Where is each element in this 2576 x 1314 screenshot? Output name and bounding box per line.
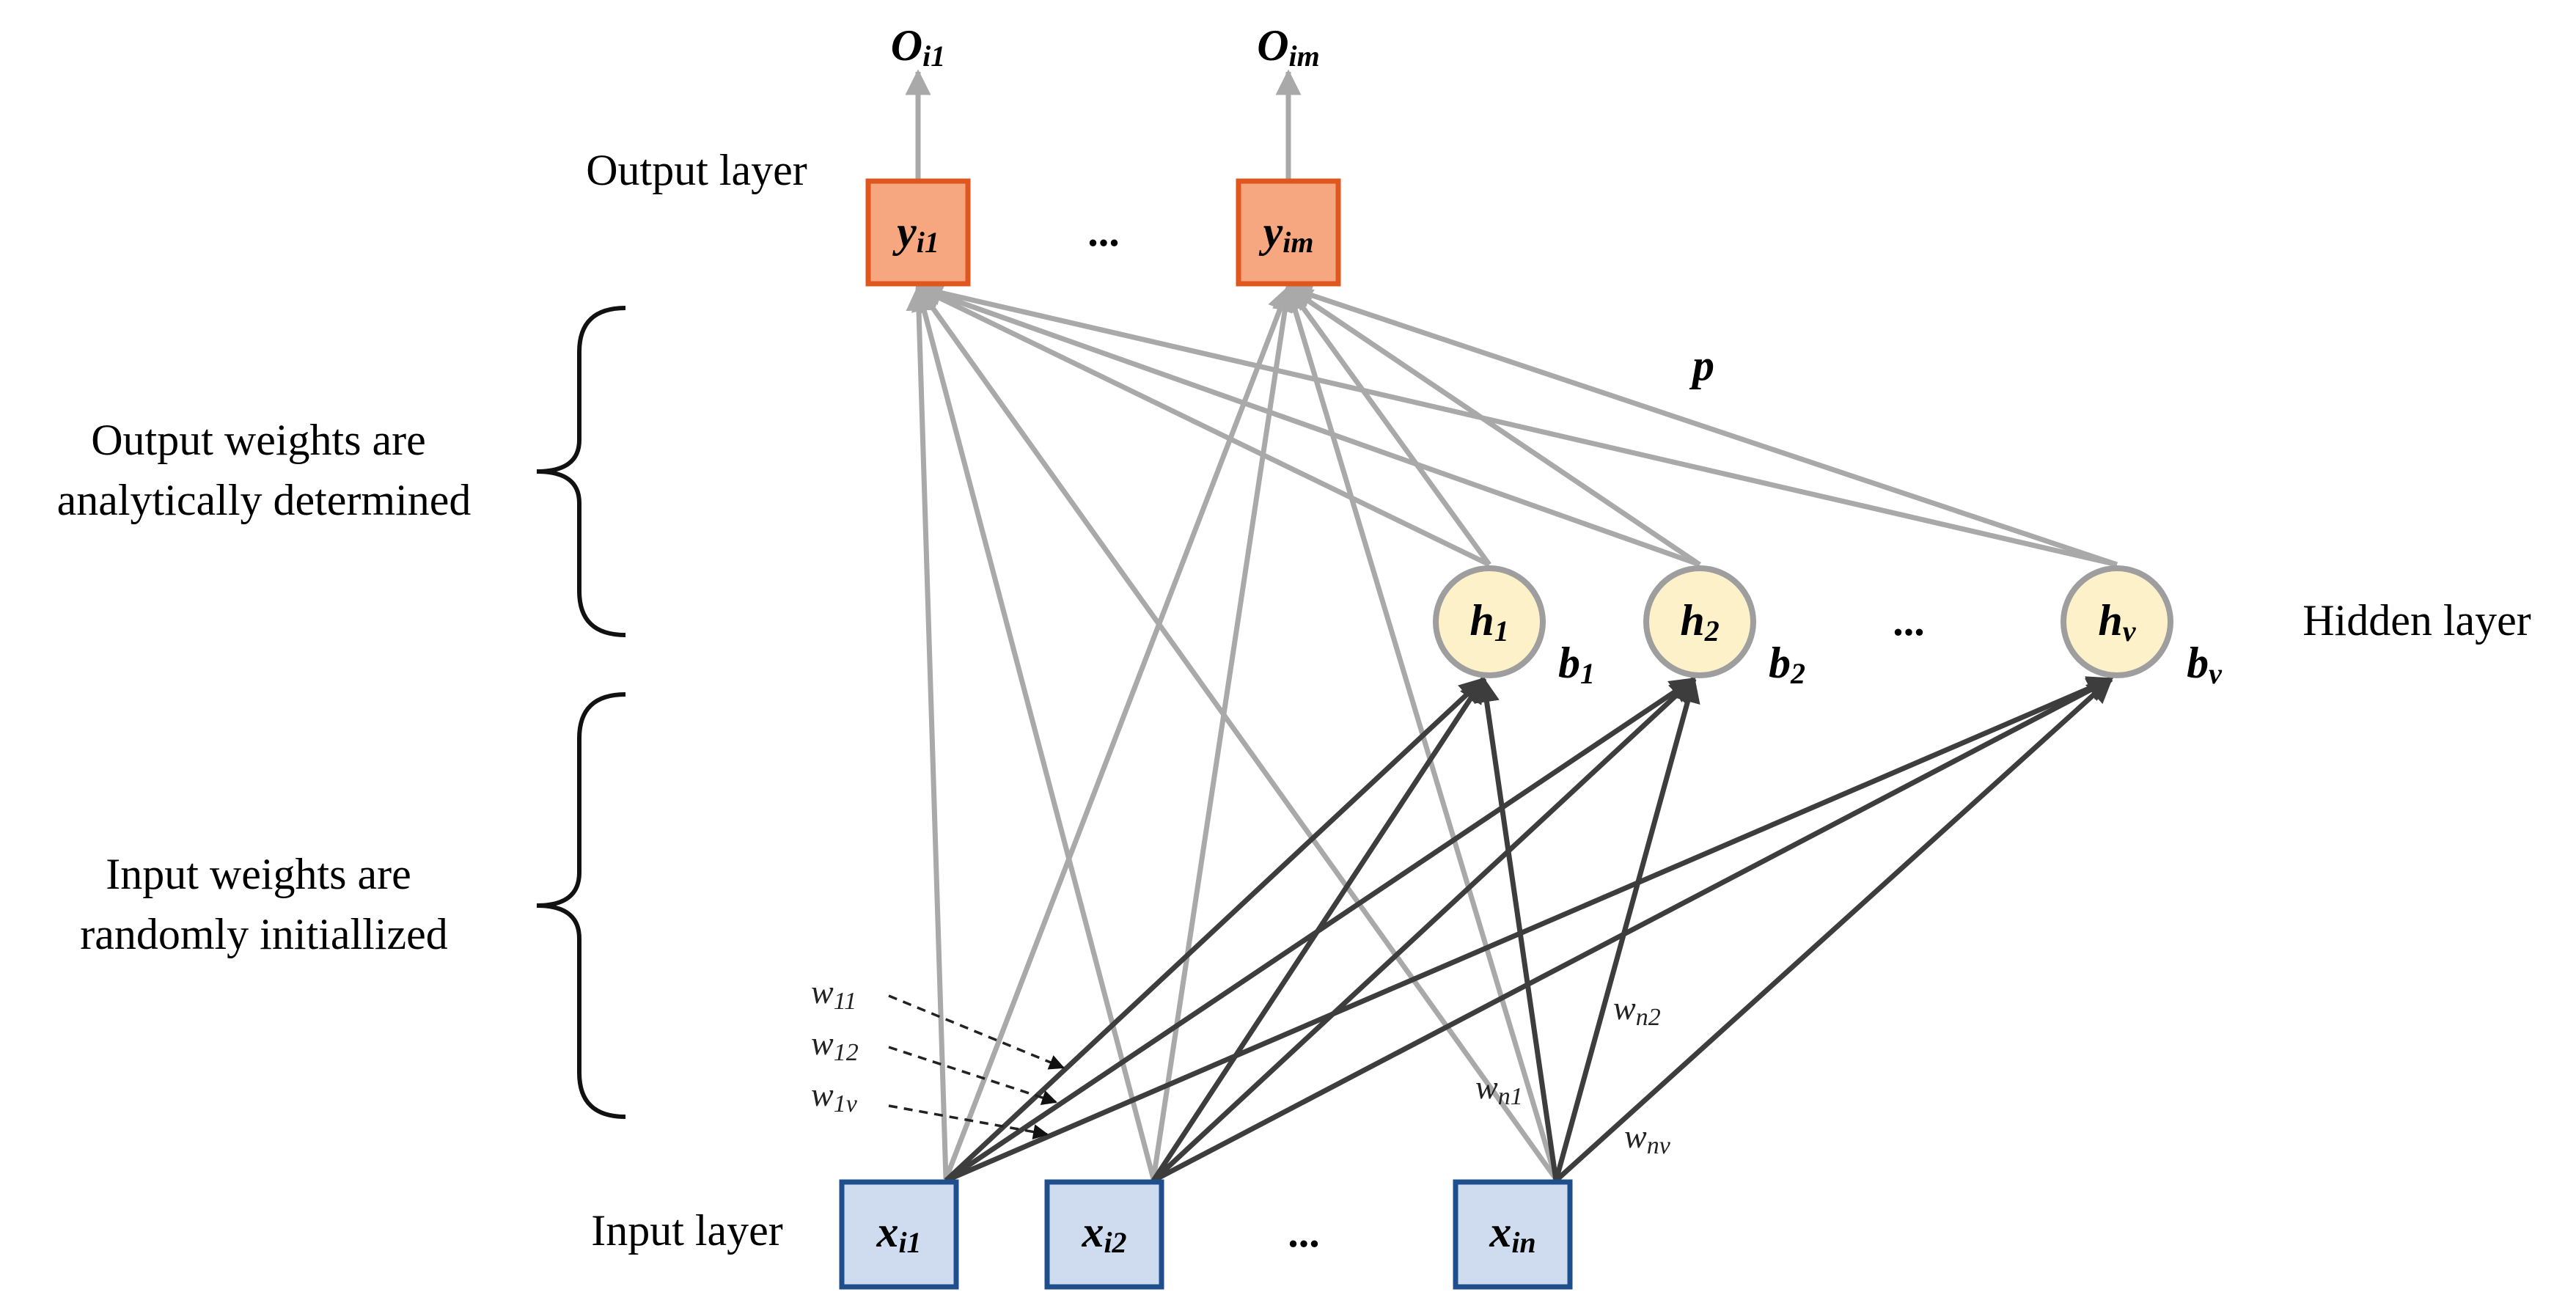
edge-input-3-hidden-1 xyxy=(1474,676,1559,1181)
edge-input-3-output-1 xyxy=(916,285,1558,1181)
output-node-1-label: yi1 xyxy=(892,208,939,259)
input-to-hidden-edges xyxy=(944,676,2114,1183)
output-node-1-box xyxy=(865,178,971,287)
input-layer-label: Input layer xyxy=(591,1206,783,1255)
weight-label-w11: w11 xyxy=(811,973,856,1015)
edge-input-2-output-1 xyxy=(911,285,1156,1180)
output-node-m-label: yim xyxy=(1259,208,1314,259)
input-weights-brace xyxy=(536,692,626,1119)
edge-hidden-1-output-2 xyxy=(1286,285,1491,567)
weight-pointer-w1v xyxy=(888,1104,1049,1139)
output-weights-brace xyxy=(536,306,626,637)
edge-input-2-hidden-2 xyxy=(1151,677,1696,1183)
output-label-1: Oi1 xyxy=(891,21,945,73)
edge-hidden-2-output-2 xyxy=(1286,285,1701,567)
edge-input-2-output-2 xyxy=(1151,285,1298,1180)
edge-input-3-hidden-3 xyxy=(1554,677,2113,1183)
output-layer-label: Output layer xyxy=(586,146,807,194)
edge-input-2-hidden-1 xyxy=(1151,677,1486,1182)
output-ellipsis: ... xyxy=(1087,208,1120,255)
input-ellipsis: ... xyxy=(1288,1208,1320,1256)
hidden-node-1-label: h1 xyxy=(1469,596,1508,647)
hidden-node-2: h2 b2 xyxy=(1643,565,1805,690)
hidden-node-2-label: h2 xyxy=(1680,596,1719,647)
hidden-ellipsis: ... xyxy=(1893,597,1925,645)
input-node-2-label: xi2 xyxy=(1081,1208,1126,1259)
hidden-node-1: h1 b1 xyxy=(1433,565,1595,690)
input-node-n: xin xyxy=(1453,1179,1573,1290)
input-node-1-label: xi1 xyxy=(876,1208,921,1259)
weight-label-wn1: wn1 xyxy=(1475,1068,1523,1110)
hidden-node-v-label: hv xyxy=(2098,596,2136,647)
edge-input-1-output-1 xyxy=(906,285,949,1180)
weight-pointer-w11 xyxy=(888,994,1065,1070)
p-label: p xyxy=(1689,341,1714,389)
edge-input-1-output-2 xyxy=(943,285,1293,1181)
hidden-node-2-circle xyxy=(1643,565,1756,678)
weight-label-wn2: wn2 xyxy=(1613,989,1661,1031)
edge-input-1-hidden-1 xyxy=(944,677,1486,1183)
bias-2: b2 xyxy=(1769,639,1805,690)
edge-input-3-hidden-2 xyxy=(1553,676,1700,1181)
hidden-node-v: hv bv xyxy=(2061,565,2223,690)
hidden-node-1-circle xyxy=(1433,565,1546,678)
edge-hidden-3-output-1 xyxy=(915,280,2118,568)
input-node-1-box xyxy=(839,1179,959,1290)
output-label-m: Oim xyxy=(1257,21,1320,73)
output-node-m: yim xyxy=(1236,178,1341,287)
input-node-2-box xyxy=(1044,1179,1164,1290)
edge-input-1-hidden-3 xyxy=(944,676,2114,1183)
weight-label-w1v: w1v xyxy=(811,1076,858,1117)
output-node-1: yi1 xyxy=(865,178,971,287)
input-node-n-box xyxy=(1453,1179,1573,1290)
hidden-node-v-circle xyxy=(2061,565,2173,678)
weight-label-wnv: wnv xyxy=(1624,1117,1671,1159)
input-node-n-label: xin xyxy=(1489,1208,1535,1259)
hidden-to-output-edges xyxy=(915,280,2118,568)
weight-label-w12: w12 xyxy=(811,1024,859,1066)
input-weights-caption: Input weights are randomly initiallized xyxy=(80,850,448,958)
input-to-output-edges xyxy=(906,285,1559,1181)
output-weights-caption: Output weights are analytically determin… xyxy=(57,416,471,524)
output-node-m-box xyxy=(1236,178,1341,287)
edge-hidden-1-output-1 xyxy=(915,285,1491,568)
edge-hidden-3-output-2 xyxy=(1285,282,2118,568)
bias-1: b1 xyxy=(1558,639,1595,690)
bias-v: bv xyxy=(2187,639,2223,690)
weight-pointer-w12 xyxy=(888,1046,1057,1106)
edge-hidden-2-output-1 xyxy=(915,283,1701,568)
hidden-layer-label: Hidden layer xyxy=(2302,596,2531,645)
input-node-2: xi2 xyxy=(1044,1179,1164,1290)
edge-input-2-hidden-3 xyxy=(1152,676,2114,1183)
input-node-1: xi1 xyxy=(839,1179,959,1290)
